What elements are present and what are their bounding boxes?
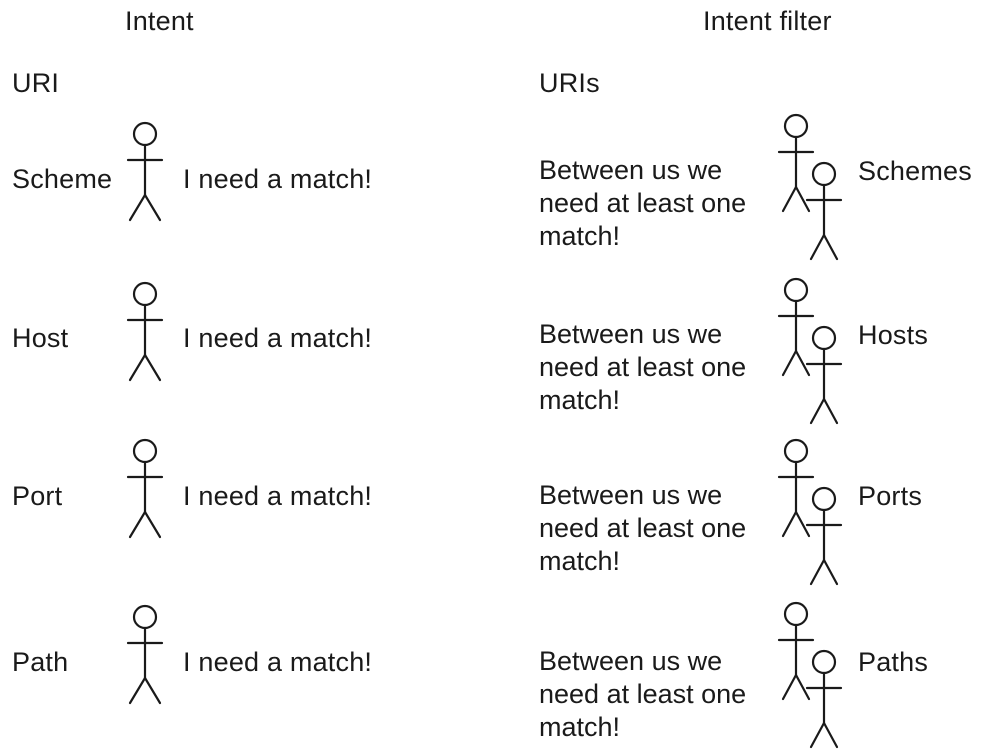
speech-line: Between us we <box>539 480 723 510</box>
speech-line: Between us we <box>539 646 723 676</box>
stick-figure-pair-icon <box>777 277 843 425</box>
filter-speech-port: Between us we need at least one match! <box>539 479 746 578</box>
speech-line: need at least one <box>539 352 747 382</box>
filter-label-paths: Paths <box>858 647 929 677</box>
filter-speech-host: Between us we need at least one match! <box>539 318 746 417</box>
speech-line: need at least one <box>539 513 747 543</box>
speech-line: Between us we <box>539 319 723 349</box>
intent-speech-path: I need a match! <box>183 647 373 677</box>
speech-line: match! <box>539 221 621 251</box>
intent-header: Intent <box>125 6 194 36</box>
filter-label-schemes: Schemes <box>858 156 972 186</box>
speech-line: match! <box>539 712 621 742</box>
intent-speech-host: I need a match! <box>183 323 373 353</box>
intent-speech-port: I need a match! <box>183 481 373 511</box>
intent-speech-scheme: I need a match! <box>183 164 373 194</box>
speech-line: Between us we <box>539 155 723 185</box>
intent-label-port: Port <box>12 481 63 511</box>
filter-label-ports: Ports <box>858 481 923 511</box>
speech-line: need at least one <box>539 188 747 218</box>
speech-line: need at least one <box>539 679 747 709</box>
uri-subheader: URI <box>12 68 60 98</box>
stick-figure-pair-icon <box>777 601 843 749</box>
speech-line: match! <box>539 546 621 576</box>
stick-figure-pair-icon <box>777 438 843 586</box>
intent-label-path: Path <box>12 647 69 677</box>
intent-label-scheme: Scheme <box>12 164 113 194</box>
uris-subheader: URIs <box>539 68 600 98</box>
stick-figure-icon <box>126 604 164 705</box>
stick-figure-pair-icon <box>777 113 843 261</box>
filter-label-hosts: Hosts <box>858 320 929 350</box>
filter-speech-path: Between us we need at least one match! <box>539 645 746 744</box>
stick-figure-icon <box>126 121 164 222</box>
intent-filter-header: Intent filter <box>703 6 832 36</box>
filter-speech-scheme: Between us we need at least one match! <box>539 154 746 253</box>
stick-figure-icon <box>126 438 164 539</box>
intent-label-host: Host <box>12 323 69 353</box>
stick-figure-icon <box>126 281 164 382</box>
speech-line: match! <box>539 385 621 415</box>
